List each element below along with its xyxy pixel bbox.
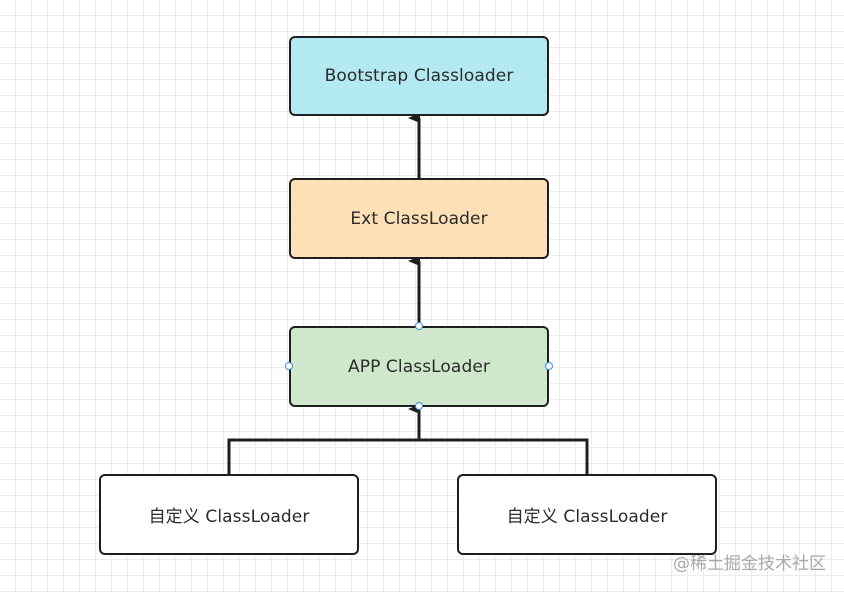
node-label: Ext ClassLoader (350, 208, 488, 229)
node-bootstrap-classloader[interactable]: Bootstrap Classloader (289, 36, 549, 116)
node-ext-classloader[interactable]: Ext ClassLoader (289, 178, 549, 259)
edge-custom1-to-app[interactable] (227, 438, 419, 474)
connection-handle-right[interactable] (545, 362, 553, 370)
node-label: APP ClassLoader (348, 356, 490, 377)
connection-handle-left[interactable] (285, 362, 293, 370)
connection-handle-bottom[interactable] (415, 402, 423, 410)
node-label: 自定义 ClassLoader (506, 507, 668, 527)
node-label: 自定义 ClassLoader (148, 507, 310, 527)
node-custom-classloader-1[interactable]: 自定义 ClassLoader (99, 474, 359, 555)
edge-custom2-to-app[interactable] (419, 438, 589, 474)
connection-handle-top[interactable] (415, 322, 423, 330)
node-custom-classloader-2[interactable]: 自定义 ClassLoader (457, 474, 717, 555)
node-label: Bootstrap Classloader (324, 66, 514, 86)
watermark-text: @稀土掘金技术社区 (673, 554, 826, 574)
node-app-classloader[interactable]: APP ClassLoader (289, 326, 549, 407)
